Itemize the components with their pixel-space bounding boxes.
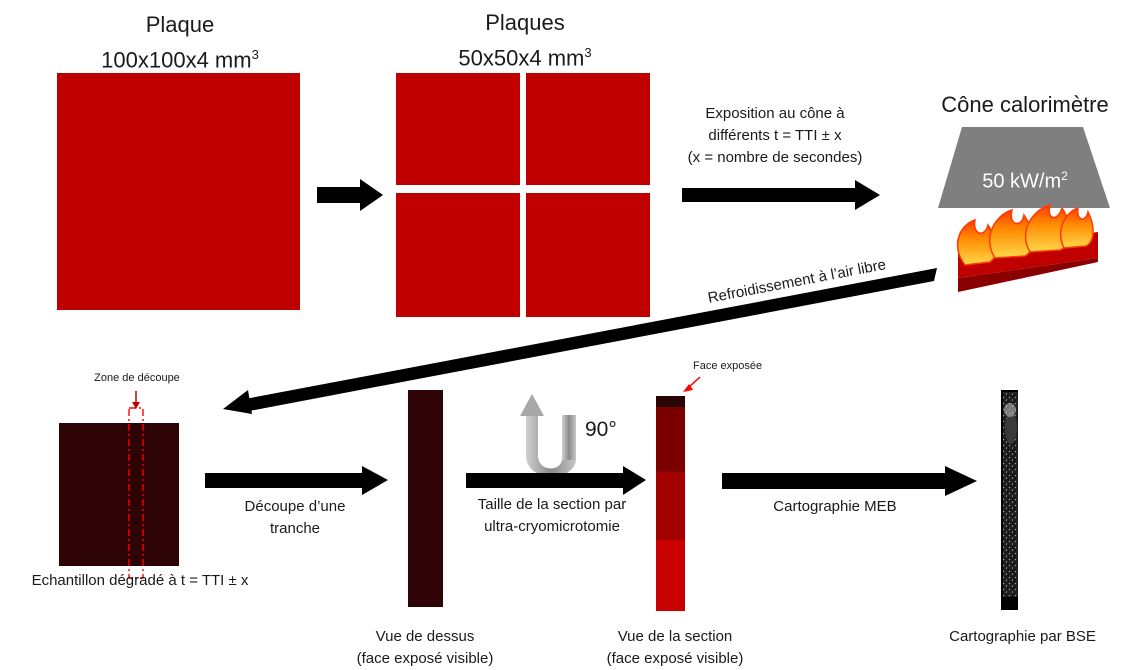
cone-title: Cône calorimètre — [941, 92, 1109, 117]
arrow-right-icon — [205, 466, 388, 495]
top-view-line1: Vue de dessus — [375, 628, 475, 645]
exposure-line3: (x = nombre de secondes) — [687, 149, 863, 166]
plates-small — [396, 73, 650, 317]
arrow-right-icon — [722, 466, 977, 496]
exposed-face-label: Face exposée — [693, 360, 763, 372]
section-view-line1: Vue de la section — [617, 628, 733, 645]
arrow-right-icon — [466, 466, 646, 495]
rotate-arrow-icon — [520, 394, 576, 477]
flame-icon — [956, 203, 1098, 292]
top-view-line2: (face exposé visible) — [356, 650, 494, 667]
section-view-line2: (face exposé visible) — [606, 650, 744, 667]
section-view — [656, 396, 685, 611]
exposure-line1: Exposition au cône à — [705, 105, 845, 122]
sem-image — [1001, 390, 1018, 610]
exposure-line2: différents t = TTI ± x — [708, 127, 842, 144]
cone-flux: 50 kW/m2 — [982, 169, 1068, 193]
section-step-line2: ultra-cryomicrotomie — [484, 518, 620, 535]
section-step-line1: Taille de la section par — [477, 496, 627, 513]
meb-step-label: Cartographie MEB — [773, 498, 897, 515]
plate-large — [57, 73, 300, 310]
plaque-dims: 100x100x4 mm3 — [101, 47, 259, 73]
degraded-sample — [59, 423, 179, 566]
exposed-face-pointer — [683, 376, 701, 392]
arrow-right-icon — [317, 179, 383, 211]
cut-zone-label: Zone de découpe — [94, 372, 180, 384]
plaques-dims: 50x50x4 mm3 — [458, 45, 592, 71]
sample-label: Echantillon dégradé à t = TTI ± x — [31, 572, 249, 589]
rotation-label: 90° — [585, 418, 617, 441]
cut-step-line1: Découpe d’une — [244, 498, 346, 515]
plaque-title: Plaque — [145, 12, 215, 37]
bse-label: Cartographie par BSE — [949, 628, 1096, 645]
arrow-right-icon — [682, 180, 880, 210]
cut-zone-lines — [128, 391, 144, 579]
slice-top-view — [408, 390, 443, 607]
arrow-diagonal-icon — [223, 268, 937, 414]
plaques-title: Plaques — [485, 10, 565, 35]
cone-shape — [938, 127, 1110, 208]
cut-step-line2: tranche — [269, 520, 321, 537]
